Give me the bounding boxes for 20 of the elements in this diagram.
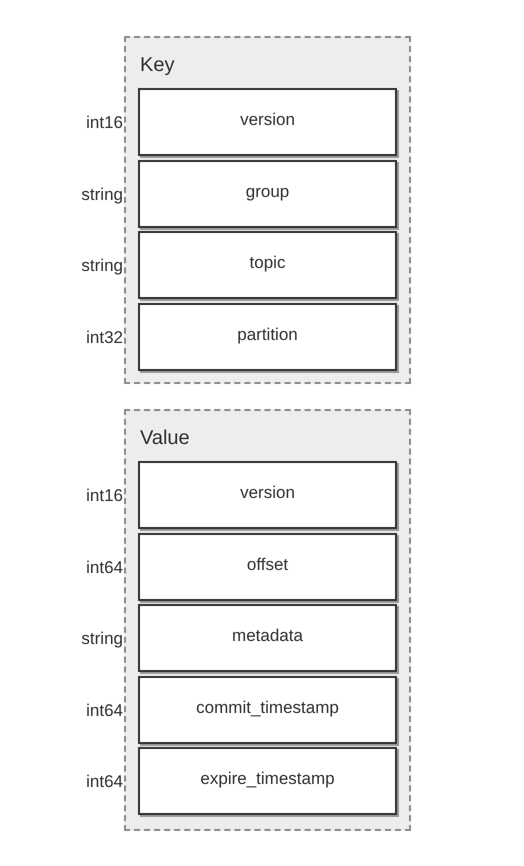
type-label: string xyxy=(81,255,123,277)
type-label: int16 xyxy=(86,485,123,507)
group-heading: Key xyxy=(140,53,174,78)
type-label: int32 xyxy=(86,326,123,348)
field-name: version xyxy=(240,109,295,132)
field-name: commit_timestamp xyxy=(196,696,339,719)
field-name: partition xyxy=(237,324,298,346)
group-heading: Value xyxy=(140,426,190,451)
type-label: string xyxy=(81,628,123,650)
field-name: expire_timestamp xyxy=(200,768,335,790)
type-label: int64 xyxy=(86,556,123,578)
field-name: topic xyxy=(250,252,286,274)
type-label: string xyxy=(81,184,123,206)
field-name: version xyxy=(240,482,295,504)
type-label: int16 xyxy=(86,112,123,134)
type-label: int64 xyxy=(86,771,123,793)
field-name: metadata xyxy=(232,625,303,648)
type-label: int64 xyxy=(86,700,123,722)
field-name: group xyxy=(246,180,290,203)
field-name: offset xyxy=(246,554,288,576)
